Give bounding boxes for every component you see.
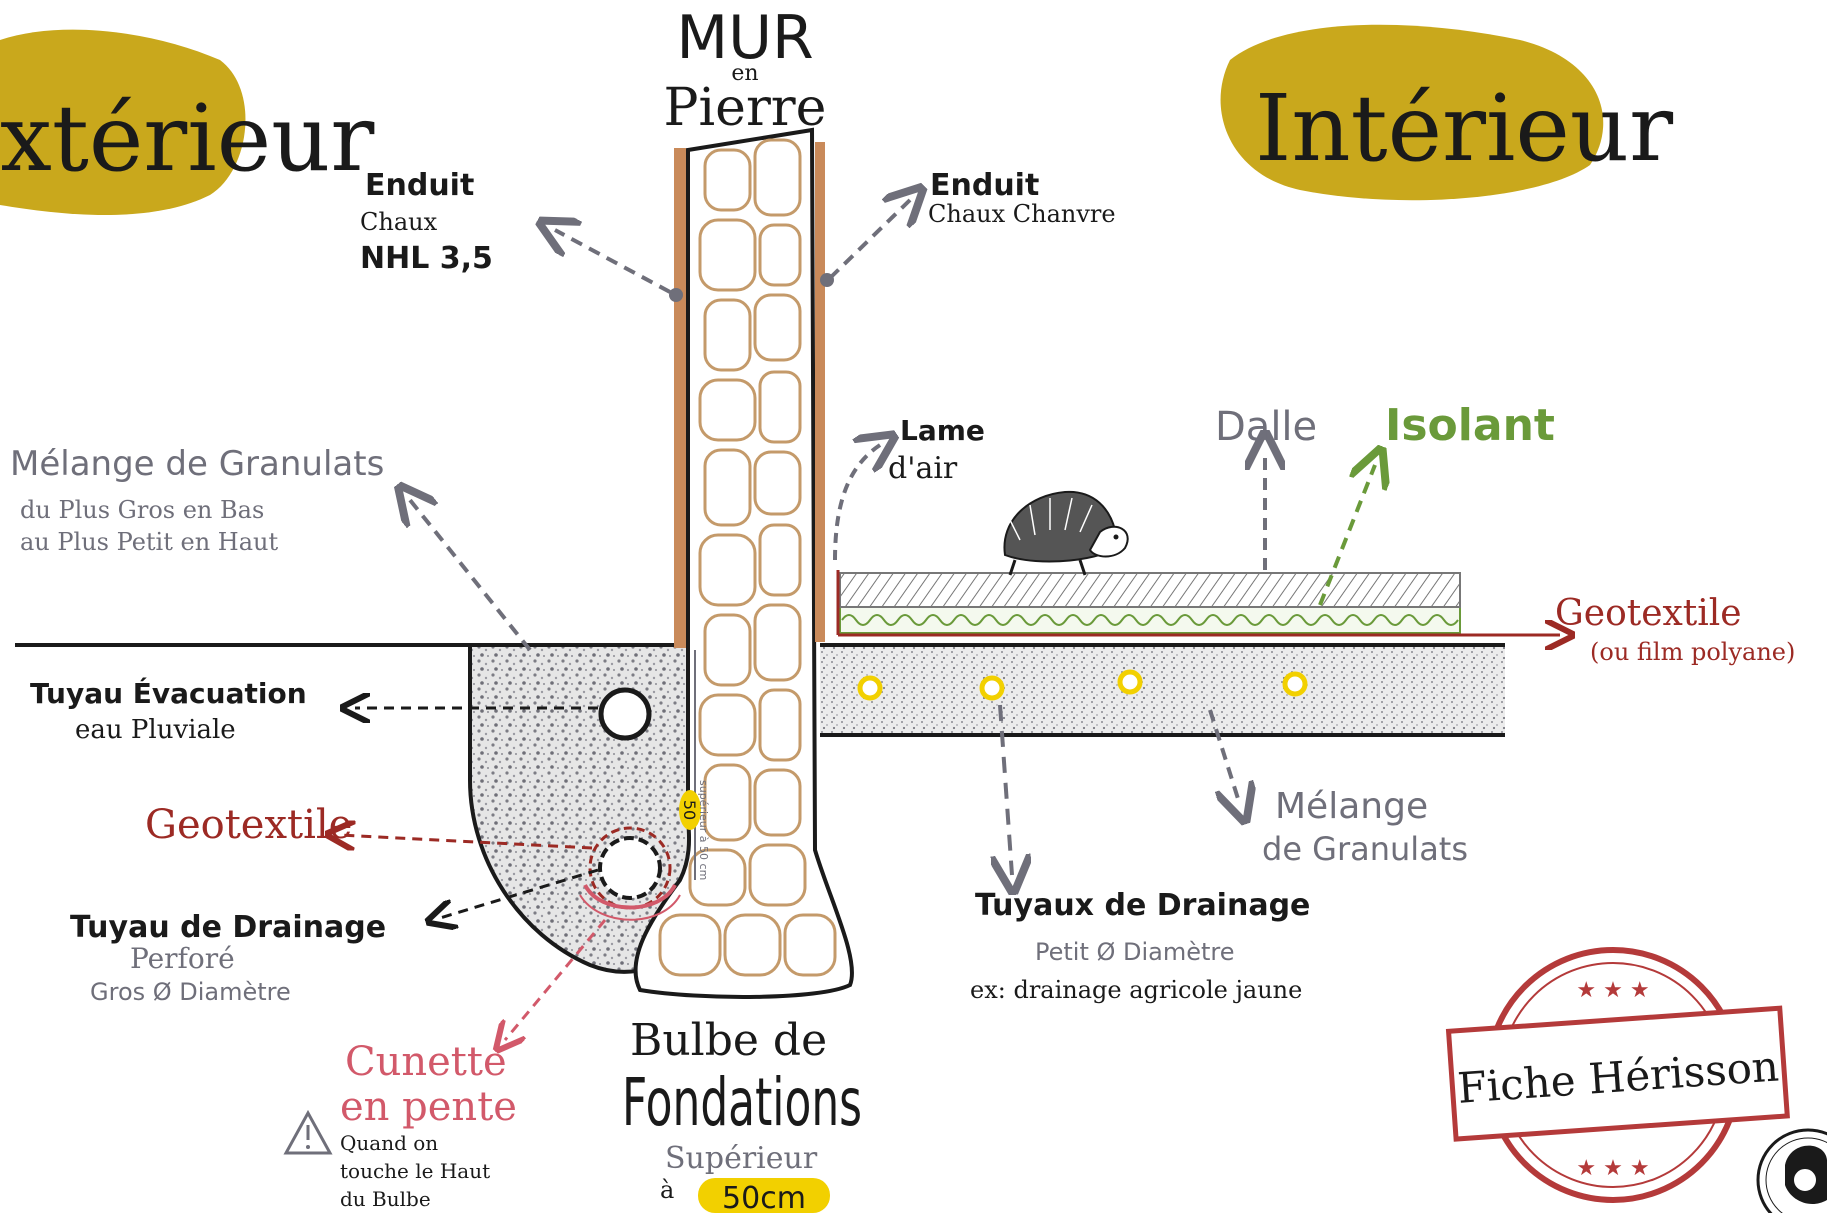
evacuation-line2: eau Pluviale [75,715,236,745]
air-gap-line2: d'air [888,451,958,486]
render-ext-title: Enduit [365,168,474,203]
stamp-stars-bottom: ★ ★ ★ [1576,1156,1649,1181]
drain-pipes-int-line2: Petit Ø Diamètre [1035,938,1235,966]
exterior-render-layer [674,148,686,648]
aggregate-ext-line2: au Plus Petit en Haut [20,528,278,556]
arrow-drain-pipe [440,868,599,918]
gutter-note2: touche le Haut [340,1159,490,1183]
aggregate-ext-line1: du Plus Gros en Bas [20,496,264,524]
foundation-line1: Bulbe de [630,1015,827,1066]
small-drain-pipes [857,669,1308,701]
gutter-slope-2 [579,894,681,921]
geotextile-int-note: (ou film polyane) [1590,638,1795,666]
exterior-header-blob [0,29,246,215]
arrow-air-gap [833,445,880,561]
gutter-line1: Cunette [345,1039,507,1085]
drain-pipes-int-line3: ex: drainage agricole jaune [970,976,1302,1004]
interior-gravel-layer [820,645,1505,735]
aggregate-int-line1: Mélange [1275,786,1428,827]
insulation-wave [841,614,1459,626]
foundation-line4: à [660,1176,674,1204]
small-drain-pipe [1117,669,1143,695]
drain-pipe-line2: Perforé [130,942,235,975]
vertical-badge [679,790,701,830]
wall-title-bottom: Pierre [664,78,827,138]
concrete-slab [839,572,1461,608]
foundation-line3: Supérieur [665,1141,818,1176]
drainage-pipe-geotextile [588,826,672,910]
render-int-line1: Chaux Chanvre [928,200,1116,228]
interior-header-blob [1220,24,1604,201]
arrow-small-drains [1000,704,1012,875]
vertical-note: supérieur à 50 cm [697,780,710,880]
arrow-render-int [828,200,910,280]
isolant-label: Isolant [1385,400,1555,451]
wall-stones [658,138,837,977]
gutter-note1: Quand on [340,1131,438,1155]
warning-triangle-icon [283,1109,333,1155]
small-drain-pipe [1282,671,1308,697]
exterior-header: xtérieur [0,85,374,192]
wall-title-top: MUR [676,3,813,73]
evacuation-pipe [598,687,652,741]
geotextile-ext-label: Geotextile [145,802,352,848]
aggregate-int-line2: de Granulats [1262,830,1468,868]
arrow-geotextile-ext [340,835,593,848]
aggregate-ext-title: Mélange de Granulats [10,444,384,484]
hedgehog-icon [1003,490,1129,576]
interior-header: Intérieur [1255,75,1673,182]
render-ext-line1: Chaux [360,208,438,236]
dalle-label: Dalle [1215,404,1317,450]
vertical-badge-text: 50 [680,800,699,820]
air-gap-line1: Lame [900,414,985,447]
gutter-line2: en pente [340,1084,517,1130]
interior-render-layer [815,142,825,642]
drain-pipe-line1: Tuyau de Drainage [70,910,386,945]
drainage-pipe [598,836,662,900]
render-int-title: Enduit [930,168,1039,203]
measure-badge [698,1178,830,1213]
small-drain-pipe [857,675,883,701]
drain-pipe-line3: Gros Ø Diamètre [90,978,291,1006]
gutter-slope [583,883,677,910]
render-ext-dot [669,288,683,302]
wall-title-en: en [731,61,758,86]
arrow-render-ext [555,230,671,294]
author-avatar-icon [1756,1128,1827,1217]
arrow-aggregate-ext [410,500,532,652]
measure-badge-text: 50cm [722,1181,806,1213]
render-ext-line2: NHL 3,5 [360,241,493,276]
arrow-isolant [1318,465,1375,606]
fiche-herisson-stamp: ★ ★ ★ ★ ★ ★ Fiche Hérisson [1445,947,1790,1203]
foundation-line2: Fondations [622,1064,862,1141]
gutter-note3: du Bulbe [340,1187,431,1211]
small-drain-pipe [979,675,1005,701]
stamp-stars-top: ★ ★ ★ [1576,978,1649,1003]
evacuation-line1: Tuyau Évacuation [30,676,307,710]
arrow-aggregate-int [1208,709,1240,805]
arrow-gutter [505,919,607,1040]
drain-pipes-int-line1: Tuyaux de Drainage [975,888,1310,923]
geotextile-int-label: Geotextile [1555,593,1742,634]
